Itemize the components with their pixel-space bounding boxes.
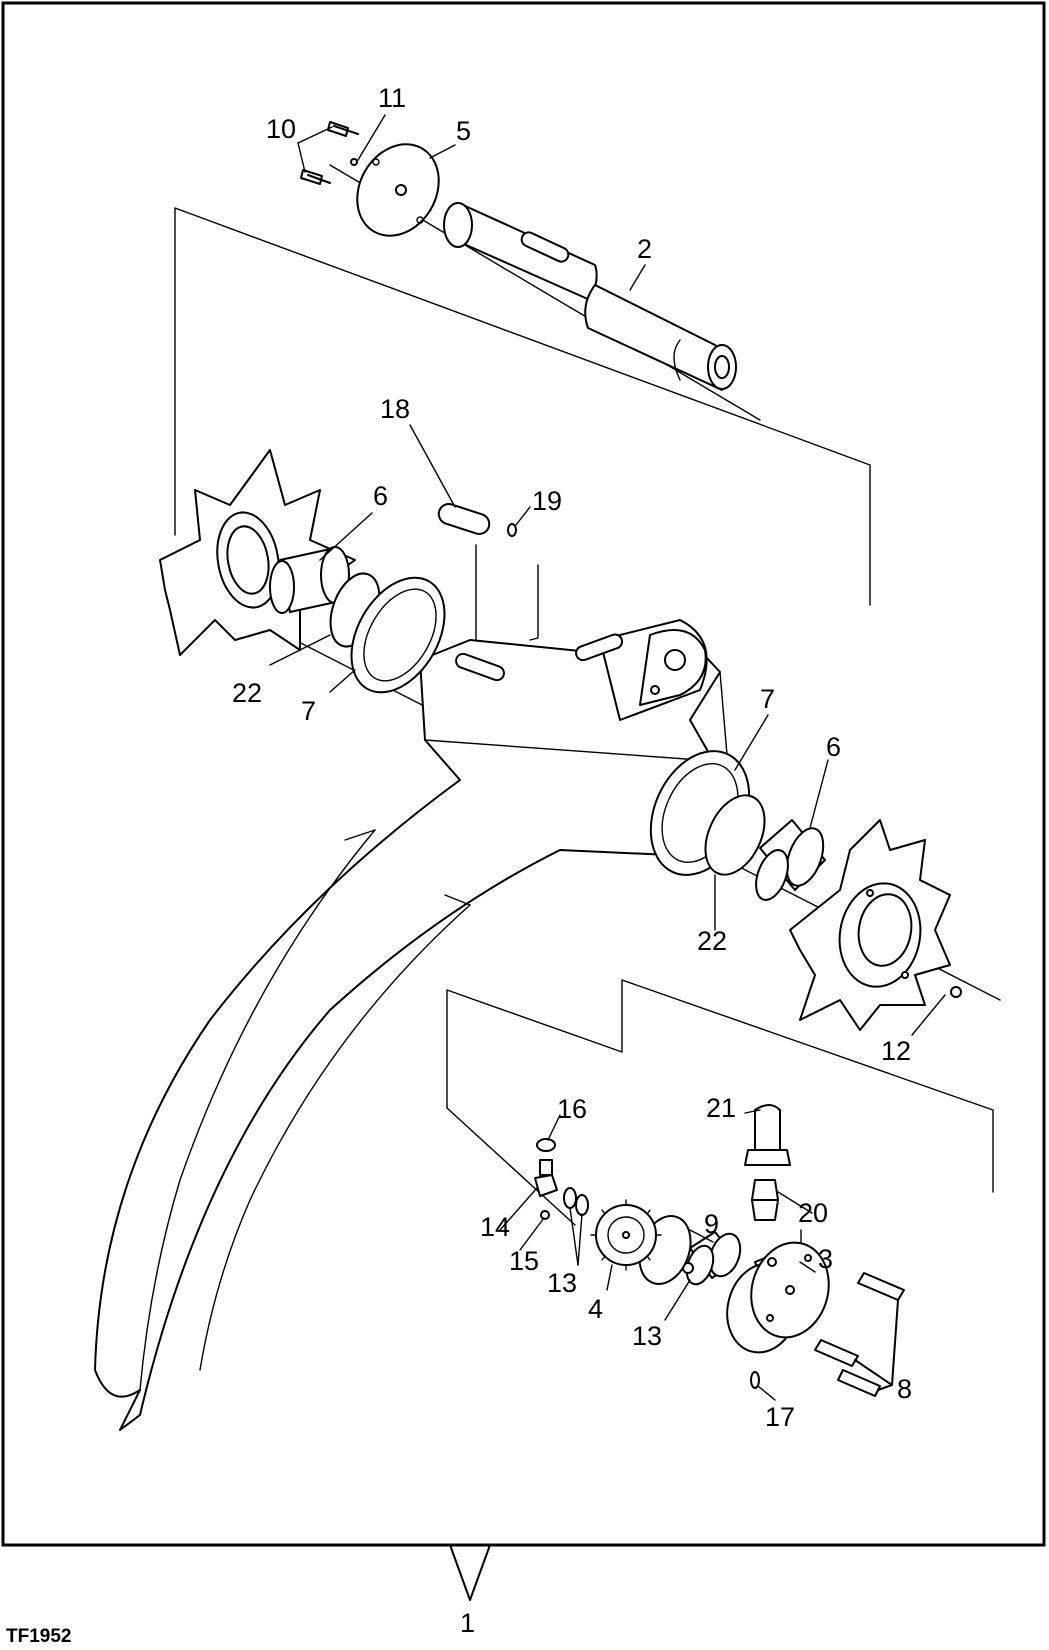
- callout-13-washers: 13: [547, 1268, 577, 1298]
- callout-1: 1: [460, 1608, 475, 1638]
- elbow-part-14: [534, 1159, 558, 1197]
- leader-lines: [269, 114, 946, 1401]
- right-bushing-part-6: [755, 819, 826, 901]
- left-sprocket: [159, 449, 356, 656]
- callout-20: 20: [798, 1198, 828, 1228]
- callout-labels: 10 11 5 2 18 6 19 22 7 7 6 22 12 16 21 9…: [232, 83, 912, 1638]
- washers-part-13: [563, 1187, 589, 1216]
- callout-4: 4: [588, 1294, 603, 1324]
- motor-part-13: [682, 1231, 742, 1286]
- callout-7-right: 7: [760, 684, 775, 714]
- frame-arm-part-1: [94, 619, 731, 1431]
- fitting-part-15: [540, 1210, 550, 1220]
- callout-3: 3: [818, 1244, 833, 1274]
- cap-part-16: [536, 1138, 556, 1152]
- callout-21: 21: [706, 1093, 736, 1123]
- fitting-part-20: [751, 1179, 779, 1221]
- callout-11: 11: [378, 83, 406, 113]
- left-seal-part-7: [350, 576, 446, 694]
- callout-18: 18: [380, 394, 410, 424]
- right-oring-part-22: [704, 794, 766, 876]
- pin-part-2: [443, 202, 737, 391]
- callout-8: 8: [897, 1374, 912, 1404]
- key-part-18: [437, 503, 491, 535]
- callout-16: 16: [557, 1094, 587, 1124]
- figure-id: TF1952: [6, 1626, 71, 1647]
- callout-12: 12: [881, 1036, 911, 1066]
- diagram-frame: [1, 1, 1046, 1601]
- fitting-part-12: [950, 986, 962, 998]
- left-bushing-part-6: [269, 546, 350, 614]
- callout-10: 10: [266, 114, 296, 144]
- bolts-part-10: [300, 121, 359, 185]
- callout-19: 19: [532, 486, 562, 516]
- callout-15: 15: [509, 1246, 539, 1276]
- fitting-part-11: [350, 158, 358, 166]
- bolts-part-8: [814, 1272, 905, 1397]
- callout-2: 2: [637, 234, 652, 264]
- callout-6-right: 6: [826, 732, 841, 762]
- plate-part-5: [356, 143, 440, 237]
- callout-14: 14: [480, 1212, 510, 1242]
- callout-22-left: 22: [232, 678, 262, 708]
- callout-22-right: 22: [697, 926, 727, 956]
- callout-7-left: 7: [301, 696, 316, 726]
- callout-6-left: 6: [373, 481, 388, 511]
- callout-9: 9: [704, 1209, 719, 1239]
- callout-5: 5: [456, 116, 471, 146]
- hose-part-21: [744, 1104, 791, 1166]
- callout-13-motor: 13: [632, 1321, 662, 1351]
- sprocket-part-4: [590, 1199, 662, 1271]
- right-sprocket: [789, 819, 951, 1031]
- fitting-part-17: [750, 1371, 760, 1389]
- hub-part-3: [726, 1241, 830, 1354]
- callout-17: 17: [765, 1402, 795, 1432]
- plug-part-19: [507, 523, 517, 537]
